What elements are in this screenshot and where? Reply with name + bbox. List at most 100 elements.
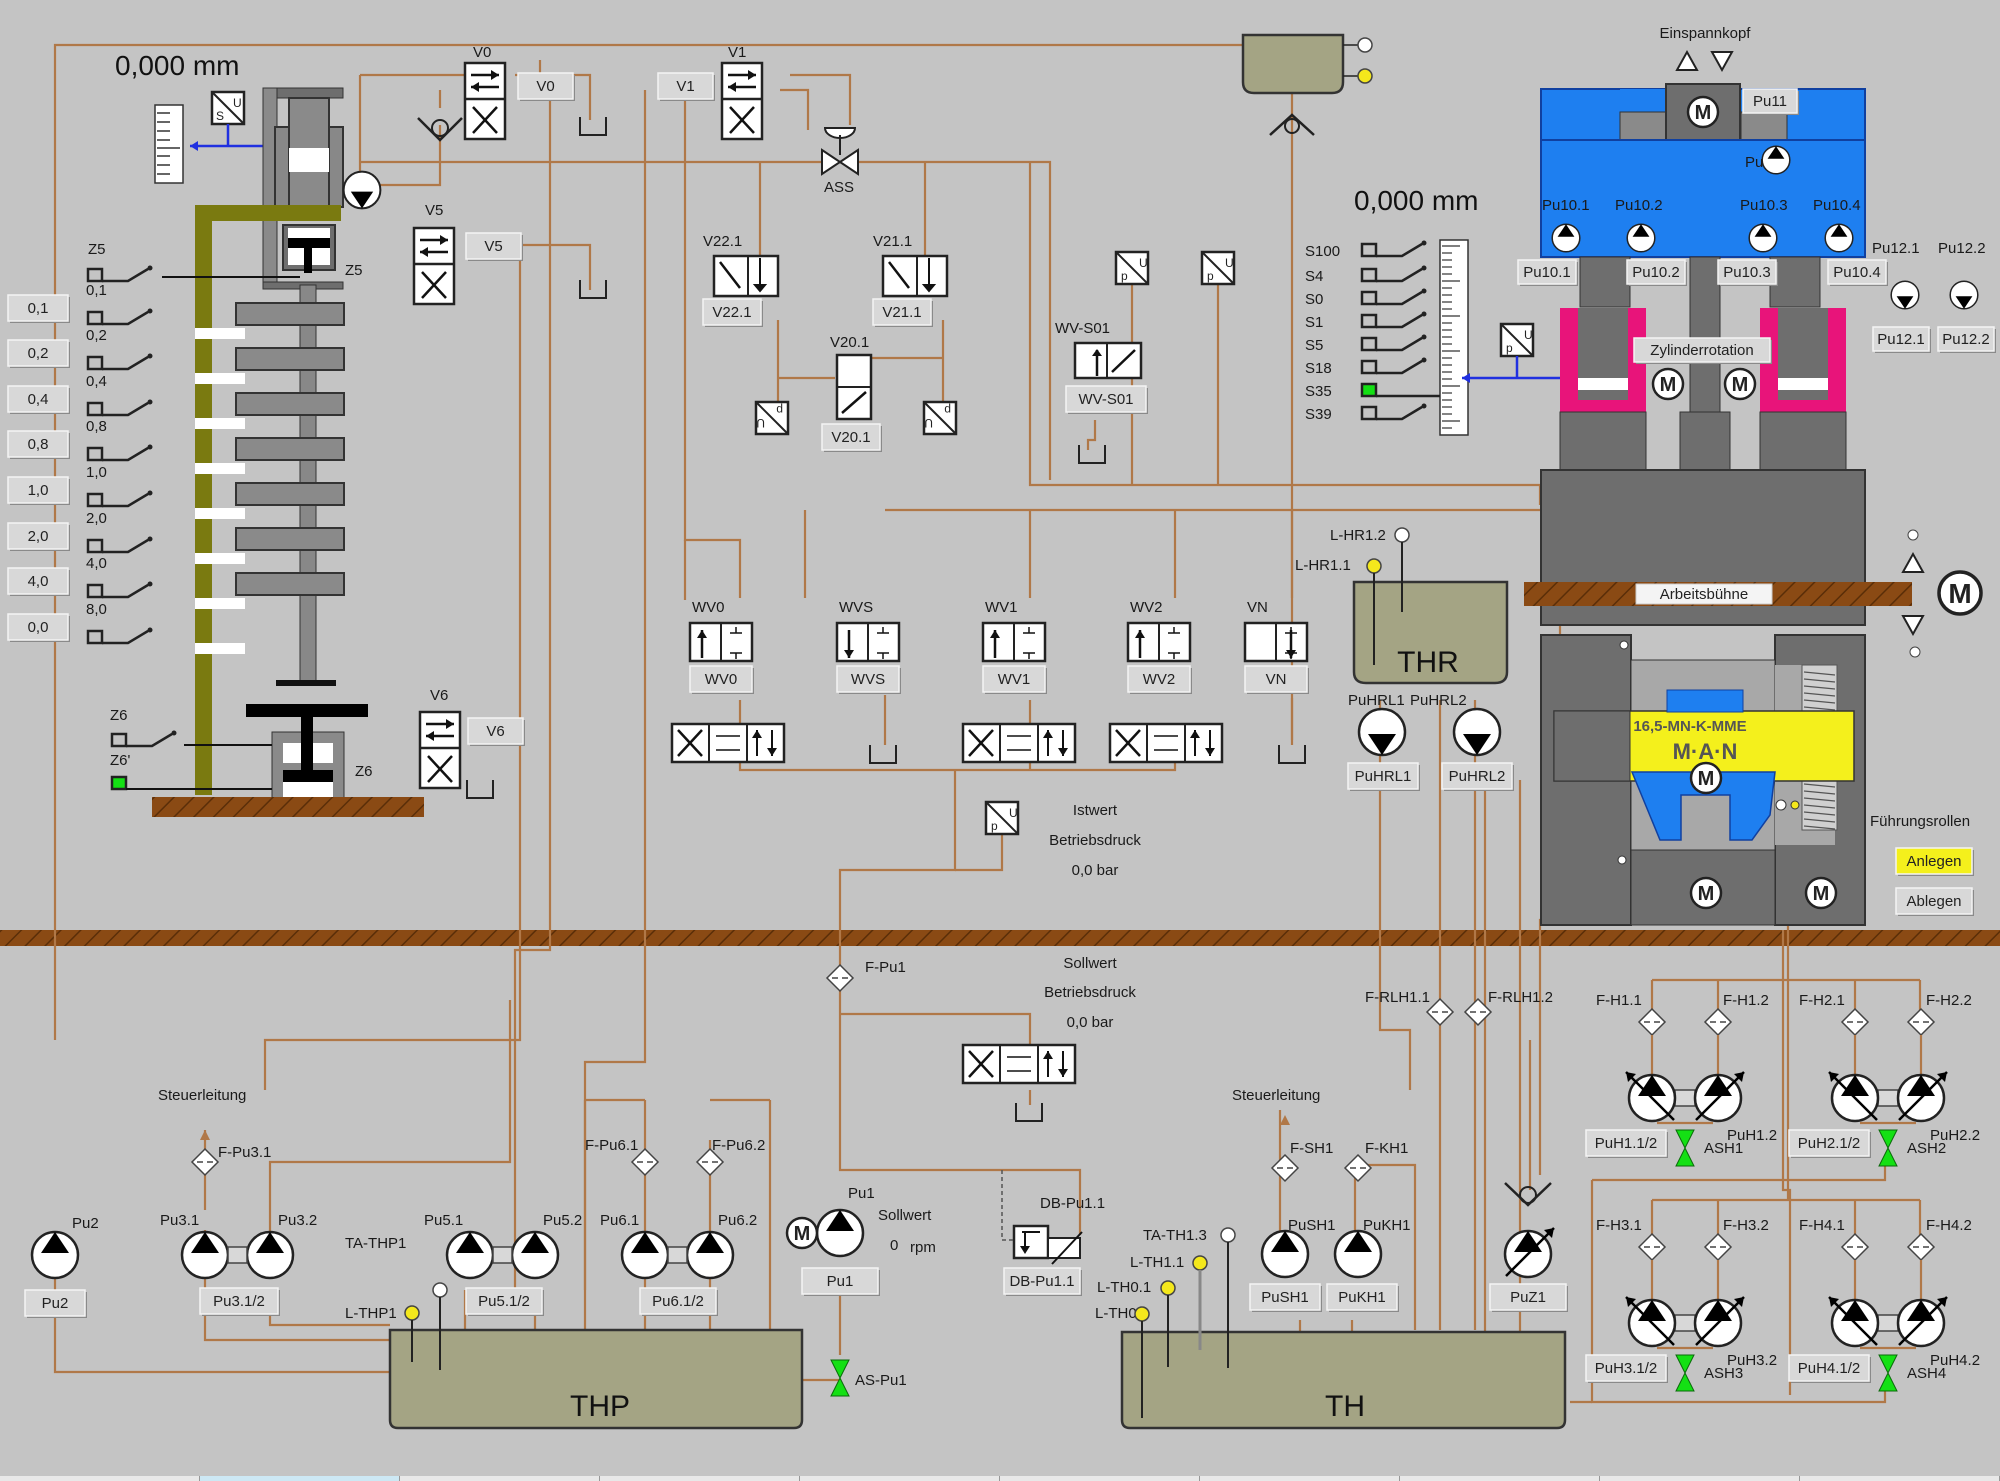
pu10-4-button[interactable]: Pu10.4 [1827, 259, 1888, 286]
clamp-head: Einspannkopf Pu11 Pu10.1 Pu10.2 Pu10.3 P… [1540, 25, 1866, 258]
svg-text:Pu10.4: Pu10.4 [1813, 197, 1861, 214]
guide-roller-ablegen-button[interactable]: Ablegen [1895, 887, 1974, 916]
step-button-7[interactable]: 0,0 [7, 613, 70, 642]
pu3-1-2-button[interactable]: Pu3.1/2 [199, 1287, 280, 1316]
taskbar-segment[interactable] [400, 1476, 600, 1481]
wv-button-wvs[interactable]: WVS [836, 665, 901, 694]
step-button-6[interactable]: 4,0 [7, 567, 70, 596]
svg-text:PuH1.2: PuH1.2 [1727, 1127, 1777, 1144]
v0-button[interactable]: V0 [517, 72, 575, 101]
v20-1-button[interactable]: V20.1 [821, 423, 882, 452]
right-displacement-transducer-icon [1499, 322, 1535, 358]
taskbar-segment[interactable] [1000, 1476, 1200, 1481]
puhrl2-button[interactable]: PuHRL2 [1441, 762, 1514, 791]
wv-button-wv0[interactable]: WV0 [689, 665, 754, 694]
pu1-button-label: Pu1 [827, 1273, 854, 1290]
taskbar-segment[interactable] [1200, 1476, 1400, 1481]
taskbar-segment[interactable] [1400, 1476, 1600, 1481]
puz1-button[interactable]: PuZ1 [1489, 1283, 1568, 1312]
pump-label: Pu3.2 [278, 1212, 317, 1229]
pump-pu12-2-icon [1949, 280, 1979, 310]
pu11-button-label: Pu11 [1753, 93, 1787, 110]
taskbar-segment[interactable] [1600, 1476, 1800, 1481]
pump-group-2-button[interactable]: PuH2.1/2 [1788, 1129, 1871, 1158]
pu11-button[interactable]: Pu11 [1742, 88, 1799, 115]
db-pu1-1-button[interactable]: DB-Pu1.1 [1003, 1267, 1082, 1296]
v1-button[interactable]: V1 [657, 72, 715, 101]
wv-button-vn[interactable]: VN [1244, 665, 1309, 694]
pump-group-1-button[interactable]: PuH1.1/2 [1585, 1129, 1668, 1158]
taskbar-segment[interactable] [1800, 1476, 2000, 1481]
taskbar-segment[interactable] [800, 1476, 1000, 1481]
left-displacement-transducer: U S [210, 90, 246, 126]
push1-button[interactable]: PuSH1 [1249, 1283, 1322, 1312]
clamp-down-arrow[interactable] [1710, 51, 1734, 73]
pump-group-3-button[interactable]: PuH3.1/2 [1585, 1354, 1668, 1383]
taskbar-segment[interactable] [600, 1476, 800, 1481]
step-button-2[interactable]: 0,4 [7, 385, 70, 414]
pu12-1-button[interactable]: Pu12.1 [1872, 326, 1931, 353]
right-switch-label: S100 [1305, 243, 1340, 260]
svg-text:F-H3.1: F-H3.1 [1596, 1217, 1642, 1234]
v5-button[interactable]: V5 [465, 232, 523, 261]
filter-icon [1907, 1008, 1935, 1036]
pu6-1-2-button[interactable]: Pu6.1/2 [639, 1287, 718, 1316]
taskbar-segment[interactable] [0, 1476, 200, 1481]
wv-s01-button[interactable]: WV-S01 [1065, 385, 1148, 414]
svg-text:F-KH1: F-KH1 [1365, 1140, 1408, 1157]
clamp-up-arrow[interactable] [1675, 49, 1699, 71]
press-brand-label: M·A·N [1673, 739, 1738, 764]
pu12-2-button[interactable]: Pu12.2 [1937, 326, 1996, 353]
cylinder-rotation-button[interactable]: Zylinderrotation [1633, 337, 1772, 364]
svg-text:L-HR1.1: L-HR1.1 [1295, 557, 1351, 574]
pump-label: Pu6.1 [600, 1212, 639, 1229]
v21-1-button[interactable]: V21.1 [872, 298, 933, 327]
filter-icon [1638, 1233, 1666, 1261]
svg-text:Pu12.1: Pu12.1 [1872, 240, 1920, 257]
wv-button-wv2[interactable]: WV2 [1127, 665, 1192, 694]
svg-text:V6: V6 [430, 687, 448, 704]
pump-pu10-4-icon [1824, 223, 1854, 253]
pump-puhrl2-icon [1452, 707, 1502, 757]
pump-group-4-button[interactable]: PuH4.1/2 [1788, 1354, 1871, 1383]
taskbar-segment[interactable] [200, 1476, 400, 1481]
pu10-2-button[interactable]: Pu10.2 [1626, 259, 1687, 286]
right-limit-switch-icon [1360, 287, 1428, 306]
pu2-button[interactable]: Pu2 [24, 1289, 87, 1318]
clamp-head-title: Einspannkopf [1660, 25, 1752, 42]
svg-text:WV2: WV2 [1130, 599, 1163, 616]
pu12-pumps: Pu12.1 Pu12.2 [1872, 240, 1986, 310]
svg-text:Arbeitsbühne: Arbeitsbühne [1660, 586, 1748, 603]
v20-1-button-label: V20.1 [831, 429, 870, 446]
step-button-5[interactable]: 2,0 [7, 522, 70, 551]
step-button-0[interactable]: 0,1 [7, 294, 70, 323]
svg-text:F-H2.2: F-H2.2 [1926, 992, 1972, 1009]
step-switch-label: 0,8 [86, 418, 107, 435]
step-button-3[interactable]: 0,8 [7, 430, 70, 459]
pump-pu5-1-icon [445, 1230, 495, 1280]
pu10-1-button[interactable]: Pu10.1 [1517, 259, 1578, 286]
guide-roller-anlegen-button[interactable]: Anlegen [1895, 847, 1974, 876]
pump-pu2-icon [30, 1230, 80, 1280]
step-limit-switch-icon [86, 580, 154, 599]
svg-text:V22.1: V22.1 [703, 233, 742, 250]
guide-roller-anlegen-button-label: Anlegen [1906, 853, 1961, 870]
pu10-3-button[interactable]: Pu10.3 [1717, 259, 1778, 286]
svg-text:WV1: WV1 [985, 599, 1018, 616]
platform-down-arrow[interactable] [1901, 615, 1925, 637]
puhrl1-button[interactable]: PuHRL1 [1347, 762, 1420, 791]
step-button-1[interactable]: 0,2 [7, 339, 70, 368]
valve-wv2: WV2 [1126, 599, 1192, 663]
svg-text:WV0: WV0 [692, 599, 725, 616]
pu1-button[interactable]: Pu1 [801, 1267, 880, 1296]
svg-text:TA-THP1: TA-THP1 [345, 1235, 406, 1252]
pu5-1-2-button[interactable]: Pu5.1/2 [465, 1287, 544, 1316]
svg-text:F-Pu1: F-Pu1 [865, 959, 906, 976]
platform-up-arrow[interactable] [1901, 551, 1925, 573]
v22-1-button[interactable]: V22.1 [702, 298, 763, 327]
step-button-4[interactable]: 1,0 [7, 476, 70, 505]
v6-button[interactable]: V6 [467, 717, 525, 746]
wv-button-wv1[interactable]: WV1 [982, 665, 1047, 694]
pukh1-button[interactable]: PuKH1 [1326, 1283, 1399, 1312]
platform-label: Arbeitsbühne [1635, 583, 1773, 605]
